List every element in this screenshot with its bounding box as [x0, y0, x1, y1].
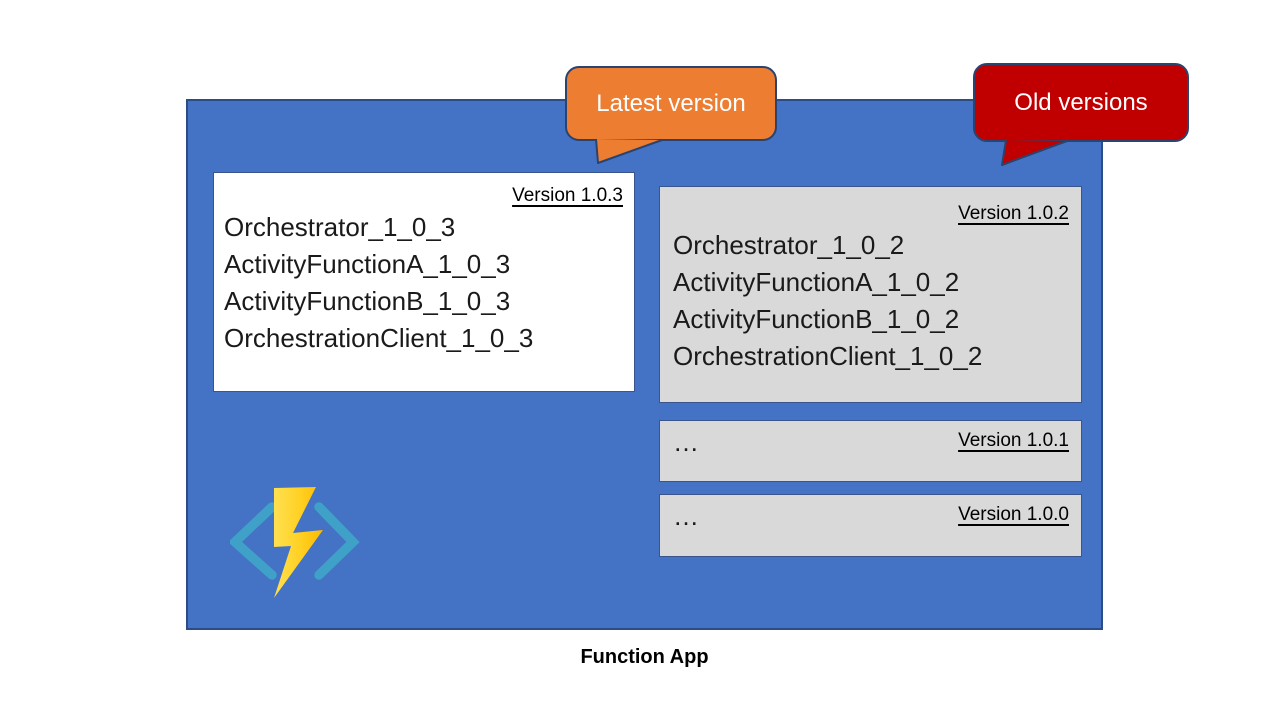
function-app-caption: Function App — [580, 646, 709, 668]
version-label: Version 1.0.1 — [958, 430, 1069, 451]
version-label: Version 1.0.3 — [512, 185, 623, 206]
version-box-1-0-0: Version 1.0.0 … — [659, 494, 1082, 557]
ellipsis-placeholder: … — [673, 427, 699, 457]
old-versions-callout: Old versions — [973, 63, 1189, 142]
function-name: Orchestrator_1_0_3 — [224, 212, 456, 242]
version-box-1-0-2: Version 1.0.2 Orchestrator_1_0_2 Activit… — [659, 186, 1082, 403]
old-callout-tail-icon — [1001, 139, 1068, 166]
function-name: ActivityFunctionA_1_0_2 — [673, 267, 960, 297]
latest-callout-tail-icon — [595, 138, 663, 164]
callout-label: Latest version — [596, 89, 746, 117]
version-label: Version 1.0.0 — [958, 504, 1069, 525]
function-name: OrchestrationClient_1_0_2 — [673, 341, 983, 371]
latest-version-callout: Latest version — [565, 66, 777, 141]
callout-label: Old versions — [1014, 88, 1148, 116]
function-name: ActivityFunctionB_1_0_3 — [224, 286, 511, 316]
function-list: Orchestrator_1_0_2 ActivityFunctionA_1_0… — [673, 227, 1069, 375]
version-label: Version 1.0.2 — [958, 203, 1069, 224]
function-name: Orchestrator_1_0_2 — [673, 230, 905, 260]
code-bracket-right-icon — [314, 502, 360, 580]
version-box-1-0-1: Version 1.0.1 … — [659, 420, 1082, 482]
function-name: OrchestrationClient_1_0_3 — [224, 323, 534, 353]
function-name: ActivityFunctionA_1_0_3 — [224, 249, 511, 279]
version-box-1-0-3: Version 1.0.3 Orchestrator_1_0_3 Activit… — [213, 172, 635, 392]
function-name: ActivityFunctionB_1_0_2 — [673, 304, 960, 334]
ellipsis-placeholder: … — [673, 501, 699, 531]
function-list: Orchestrator_1_0_3 ActivityFunctionA_1_0… — [224, 209, 623, 357]
code-bracket-left-icon — [230, 502, 277, 580]
azure-functions-icon — [230, 487, 360, 598]
lightning-bolt-icon — [274, 487, 323, 598]
